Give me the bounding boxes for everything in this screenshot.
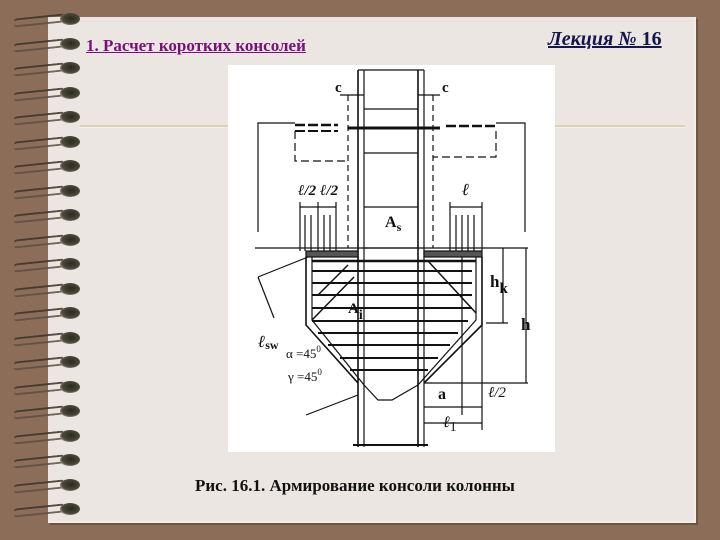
spiral-ring	[8, 404, 80, 420]
spiral-wire	[14, 233, 64, 249]
spiral-wire	[14, 503, 64, 518]
spiral-ring	[8, 86, 80, 102]
spiral-wire	[14, 37, 64, 53]
spiral-ring	[8, 355, 80, 371]
spiral-hole	[60, 503, 80, 515]
spiral-wire	[14, 331, 64, 347]
spiral-ring	[8, 12, 80, 28]
label-c-right: c	[442, 80, 449, 96]
spiral-ring	[8, 110, 80, 126]
spiral-wire	[14, 454, 64, 469]
spiral-wire	[14, 160, 64, 175]
spiral-hole	[60, 331, 80, 344]
label-l1: ℓ1	[443, 414, 457, 435]
spiral-ring	[8, 453, 80, 469]
label-l-half-bottom: ℓ/2	[488, 385, 506, 401]
label-lsw: ℓsw	[258, 332, 279, 352]
spiral-hole	[60, 356, 80, 368]
spiral-hole	[60, 160, 80, 172]
label-l-half-2: ℓ/2	[320, 183, 339, 199]
spiral-ring	[8, 135, 80, 151]
section-title: 1. Расчет коротких консолей	[86, 36, 306, 55]
spiral-wire	[14, 135, 64, 151]
spiral-hole	[60, 282, 80, 295]
spiral-wire	[14, 282, 64, 298]
spiral-hole	[60, 380, 80, 393]
spiral-wire	[14, 429, 64, 445]
spiral-hole	[60, 454, 80, 466]
label-gamma: γ =450	[287, 367, 322, 384]
label-c-left: c	[335, 80, 342, 96]
label-as: As	[385, 214, 402, 234]
spiral-ring	[8, 380, 80, 396]
spiral-hole	[60, 184, 80, 197]
label-ai: Ai	[348, 301, 363, 323]
spiral-hole	[60, 429, 80, 442]
spiral-ring	[8, 306, 80, 322]
lecture-number-label: Лекция № 16	[548, 28, 662, 51]
spiral-hole	[60, 62, 80, 74]
spiral-wire	[14, 405, 64, 420]
spiral-hole	[60, 405, 80, 417]
label-alpha: α =450	[286, 344, 321, 361]
spiral-ring	[8, 233, 80, 249]
spiral-ring	[8, 159, 80, 175]
spiral-hole	[60, 135, 80, 148]
spiral-hole	[60, 86, 80, 99]
label-hk: hk	[490, 272, 508, 297]
spiral-wire	[14, 62, 64, 77]
spiral-hole	[60, 258, 80, 270]
spiral-ring	[8, 331, 80, 347]
spiral-ring	[8, 184, 80, 200]
spiral-hole	[60, 13, 80, 25]
label-h: h	[521, 315, 531, 334]
spiral-ring	[8, 282, 80, 298]
spiral-ring	[8, 37, 80, 53]
spiral-hole	[60, 209, 80, 221]
spiral-hole	[60, 307, 80, 319]
spiral-binding	[0, 12, 80, 522]
spiral-wire	[14, 380, 64, 396]
spiral-wire	[14, 209, 64, 224]
spiral-ring	[8, 429, 80, 445]
figure-caption: Рис. 16.1. Армирование консоли колонны	[195, 476, 515, 495]
console-reinforcement-figure: c c ℓ/2 ℓ/2 ℓ As Ai hk h ℓsw α =450 γ =4…	[228, 65, 555, 452]
spiral-wire	[14, 13, 64, 28]
spiral-hole	[60, 37, 80, 50]
spiral-hole	[60, 233, 80, 246]
spiral-hole	[60, 478, 80, 491]
lecture-label: Лекция №	[548, 28, 637, 50]
lecture-number: 16	[641, 28, 662, 50]
spiral-ring	[8, 502, 80, 518]
spiral-wire	[14, 111, 64, 126]
spiral-wire	[14, 356, 64, 371]
spiral-wire	[14, 478, 64, 494]
label-l-half-1: ℓ/2	[298, 183, 317, 199]
spiral-wire	[14, 307, 64, 322]
spiral-wire	[14, 86, 64, 102]
spiral-ring	[8, 61, 80, 77]
label-a: a	[438, 386, 446, 403]
spiral-ring	[8, 257, 80, 273]
spiral-ring	[8, 478, 80, 494]
label-l: ℓ	[462, 180, 469, 199]
spiral-wire	[14, 258, 64, 273]
spiral-hole	[60, 111, 80, 123]
spiral-wire	[14, 184, 64, 200]
spiral-ring	[8, 208, 80, 224]
console-diagram: c c ℓ/2 ℓ/2 ℓ As Ai hk h ℓsw α =450 γ =4…	[255, 69, 531, 447]
